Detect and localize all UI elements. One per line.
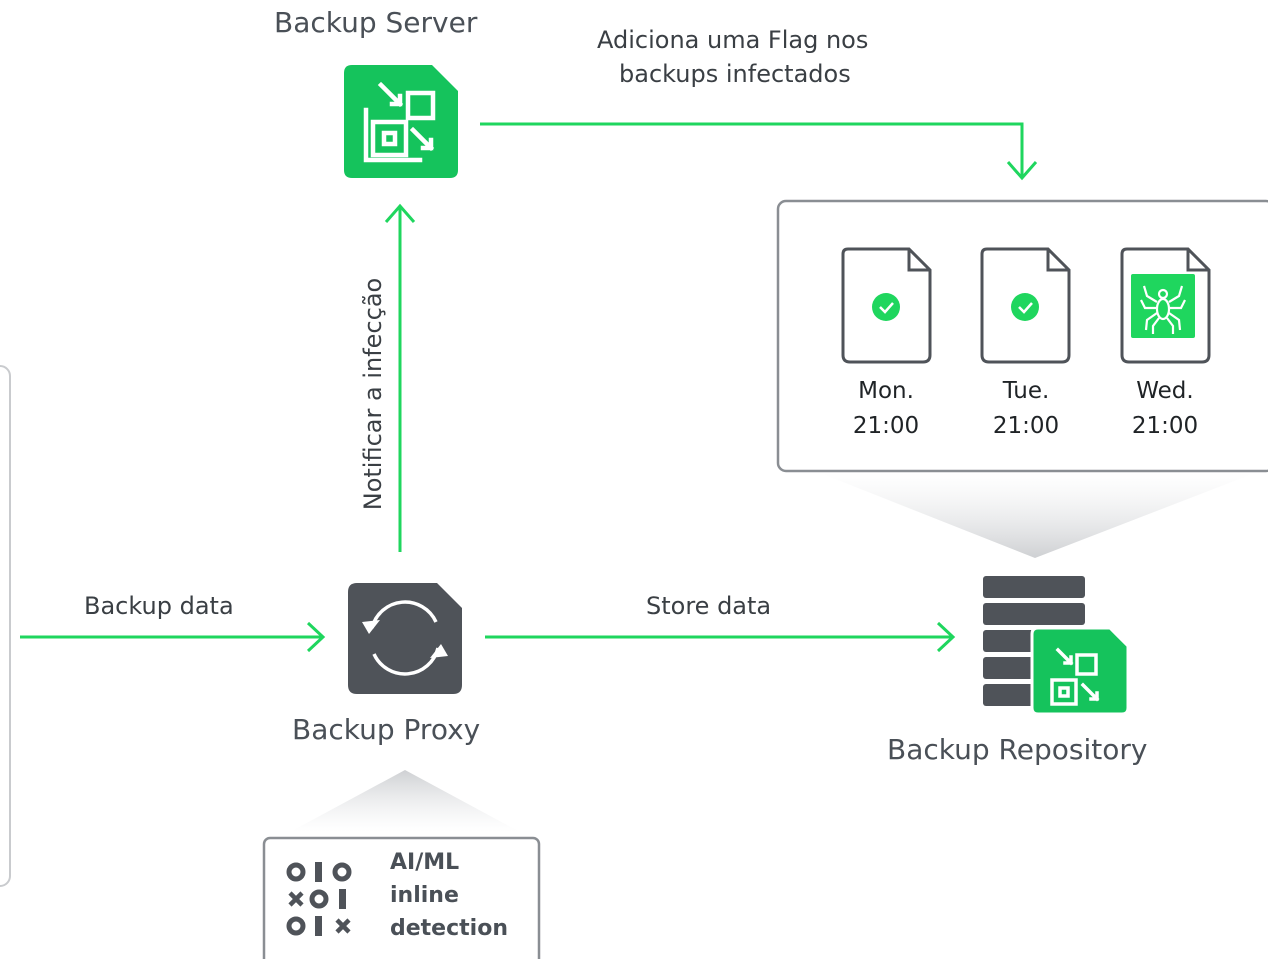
edge-notify-arrow [384,203,416,552]
proxy-sync-icon[interactable] [348,583,462,694]
file-mon-caption: Mon. 21:00 [831,374,941,444]
ai-detection-box [262,836,541,959]
file-time: 21:00 [1131,413,1199,439]
flag-edge-label-line2: backups infectados [619,60,851,88]
check-circle-icon [872,293,900,321]
file-mon[interactable] [841,247,932,364]
file-time: 21:00 [852,413,920,439]
file-tue-caption: Tue. 21:00 [971,374,1081,444]
store-data-label: Store data [646,592,772,620]
spider-icon [1140,285,1186,334]
backup-proxy-label: Backup Proxy [292,713,481,746]
binary-matrix-icon [286,862,352,936]
veeam-server-icon[interactable] [344,65,458,178]
file-time: 21:00 [992,413,1060,439]
ai-label-line3: detection [390,916,508,941]
file-wed-infected[interactable] [1120,247,1211,364]
file-wed-caption: Wed. 21:00 [1110,374,1220,444]
notify-edge-label: Notificar a infecção [359,277,387,511]
ai-label-line2: inline [390,883,459,908]
ai-label-line1: AI/ML [390,850,460,875]
panel-connector-shade [820,473,1255,558]
file-day: Wed. [1136,378,1194,404]
file-tue[interactable] [980,247,1071,364]
file-day: Mon. [858,378,914,404]
file-day: Tue. [1002,378,1050,404]
edge-flag-arrow [480,122,1038,181]
edge-store-data-arrow [485,621,956,653]
check-circle-icon [1011,293,1039,321]
database-repository-icon[interactable] [983,576,1130,716]
ai-detection-label: AI/ML inline detection [390,846,508,945]
left-panel-edge [0,365,11,887]
backup-repository-label: Backup Repository [887,733,1148,766]
backup-server-label: Backup Server [274,6,478,39]
edge-backup-data-arrow [20,621,326,653]
ai-connector-shade [290,770,520,832]
backup-data-label: Backup data [84,592,234,620]
flag-edge-label-line1: Adiciona uma Flag nos [597,26,869,54]
